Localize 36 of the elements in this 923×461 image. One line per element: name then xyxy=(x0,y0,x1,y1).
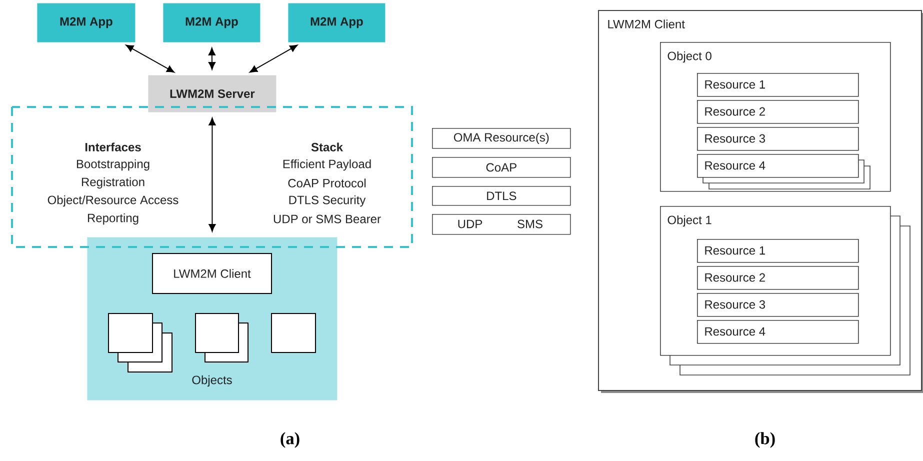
app-box: M2M App xyxy=(163,3,260,42)
stack-layer: CoAP xyxy=(432,157,571,178)
resource-box: Resource 2 xyxy=(697,266,859,290)
stack-layer: DTLS xyxy=(432,186,571,206)
stack-layer: UDP SMS xyxy=(432,214,571,235)
arrow xyxy=(208,118,216,232)
list-item: Efficient Payload xyxy=(283,159,371,171)
panel-label: (a) xyxy=(280,432,300,448)
app-box: M2M App xyxy=(288,3,386,42)
list-item: Registration xyxy=(82,177,144,189)
list-item: UDP or SMS Bearer xyxy=(274,214,381,224)
stack-layer: OMA Resource(s) xyxy=(432,128,571,149)
arrow xyxy=(250,44,298,73)
object-square xyxy=(108,313,172,372)
heading: Stack xyxy=(311,142,344,152)
resource-box: Resource 1 xyxy=(697,239,859,263)
list-item: DTLS Security xyxy=(289,195,366,207)
object-square xyxy=(271,313,316,353)
object-square xyxy=(195,313,248,362)
panel-label: (b) xyxy=(755,432,775,448)
arrow xyxy=(126,44,174,73)
client-box: LWM2M Client xyxy=(152,253,272,294)
resource-box: Resource 1 xyxy=(697,73,859,97)
resource-box: Resource 3 xyxy=(697,293,859,317)
resource-box: Resource 4 xyxy=(697,154,870,190)
resource-box: Resource 3 xyxy=(697,127,859,151)
list-item: CoAP Protocol xyxy=(288,178,366,188)
list-item: Bootstrapping xyxy=(76,159,150,171)
heading: Interfaces xyxy=(85,142,141,152)
list-item: Object/Resource Access xyxy=(48,195,178,207)
resource-box: Resource 2 xyxy=(697,100,859,124)
server-box: LWM2M Server xyxy=(148,75,276,112)
arrow xyxy=(208,48,216,70)
list-item: Reporting xyxy=(88,213,138,225)
resource-box: Resource 4 xyxy=(697,320,859,344)
app-box: M2M App xyxy=(37,3,136,42)
